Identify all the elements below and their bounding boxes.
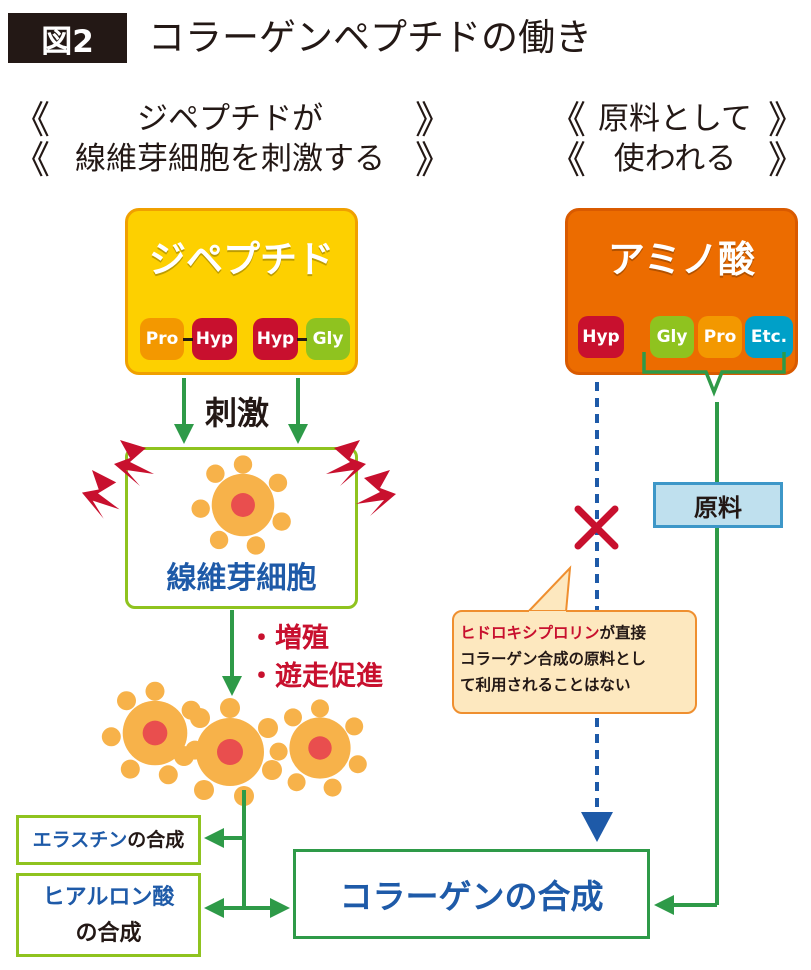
amino-pill-etc: Etc. xyxy=(745,316,793,358)
callout-pointer xyxy=(527,565,572,613)
elastin-synthesis-box: エラスチンの合成 xyxy=(16,815,201,865)
left-heading-line2: 線維芽細胞を刺激する xyxy=(75,141,385,177)
figure-title: コラーゲンペプチドの働き xyxy=(148,16,592,59)
cell-cluster-icon xyxy=(101,681,367,806)
peptide-bond-2 xyxy=(297,338,307,341)
elastin-suffix: の合成 xyxy=(127,829,185,851)
amino-acid-title: アミノ酸 xyxy=(607,238,756,281)
dipeptide-pill-gly: Gly xyxy=(306,318,350,360)
dipeptide-title: ジペプチド xyxy=(149,238,334,281)
collagen-synthesis-box: コラーゲンの合成 xyxy=(293,849,650,939)
stimulus-label: 刺激 xyxy=(205,394,270,432)
fibroblast-cell-icon xyxy=(191,455,291,555)
amino-pill-hyp: Hyp xyxy=(578,316,624,358)
dipeptide-box: ジペプチド Pro Hyp Hyp Gly xyxy=(125,208,358,375)
right-heading-open-bracket-2: 《 xyxy=(548,138,587,182)
material-label-box: 原料 xyxy=(653,482,783,528)
left-heading-open-bracket: 《 xyxy=(12,98,51,142)
right-heading-open-bracket: 《 xyxy=(548,98,587,142)
dipeptide-pill-pro: Pro xyxy=(140,318,184,360)
amino-acid-box: アミノ酸 Hyp Gly Pro Etc. xyxy=(565,208,798,375)
amino-group-brace xyxy=(642,352,786,397)
right-heading-line1: 原料として xyxy=(597,101,753,137)
hyaluronic-line1: ヒアルロン酸 xyxy=(42,885,175,910)
effects-list: ・増殖 ・遊走促進 xyxy=(248,620,383,696)
left-heading-line1: ジペプチドが xyxy=(137,101,323,137)
lightning-icon-left-1 xyxy=(78,468,126,522)
elastin-term: エラスチン xyxy=(32,829,128,851)
cross-icon xyxy=(574,505,619,550)
right-heading-close-bracket-2: 》 xyxy=(768,138,807,182)
left-heading-close-bracket-2: 》 xyxy=(415,138,454,182)
callout-line3: て利用されることはない xyxy=(460,676,631,694)
amino-pill-gly: Gly xyxy=(650,316,694,358)
effect-proliferation: ・増殖 xyxy=(248,623,329,654)
right-heading-close-bracket: 》 xyxy=(768,98,807,142)
peptide-bond-1 xyxy=(183,338,193,341)
right-heading-line2: 使われる xyxy=(613,141,737,177)
lightning-icon-right-1 xyxy=(326,440,366,486)
lightning-icon-right-2 xyxy=(356,470,396,516)
left-heading-open-bracket-2: 《 xyxy=(12,138,51,182)
left-heading-close-bracket: 》 xyxy=(415,98,454,142)
hydroxyproline-callout: ヒドロキシプロリンが直接 コラーゲン合成の原料とし て利用されることはない xyxy=(452,610,697,714)
dipeptide-pill-hyp: Hyp xyxy=(192,318,237,360)
callout-line2: コラーゲン合成の原料とし xyxy=(460,650,647,668)
hyaluronic-line2: の合成 xyxy=(75,921,142,946)
callout-line1: が直接 xyxy=(599,624,647,642)
figure-label: 図2 xyxy=(8,13,127,63)
effect-migration: ・遊走促進 xyxy=(248,661,383,692)
fibroblast-label: 線維芽細胞 xyxy=(166,561,317,596)
callout-pointer-joint xyxy=(529,611,566,615)
dipeptide-pill-hyp-2: Hyp xyxy=(253,318,298,360)
hyp-dashed-arrowhead xyxy=(581,812,613,842)
hyaluronic-synthesis-box: ヒアルロン酸 の合成 xyxy=(16,873,201,957)
lightning-icon-left-2 xyxy=(114,440,154,486)
amino-pill-pro: Pro xyxy=(698,316,742,358)
callout-highlight: ヒドロキシプロリン xyxy=(460,624,600,642)
